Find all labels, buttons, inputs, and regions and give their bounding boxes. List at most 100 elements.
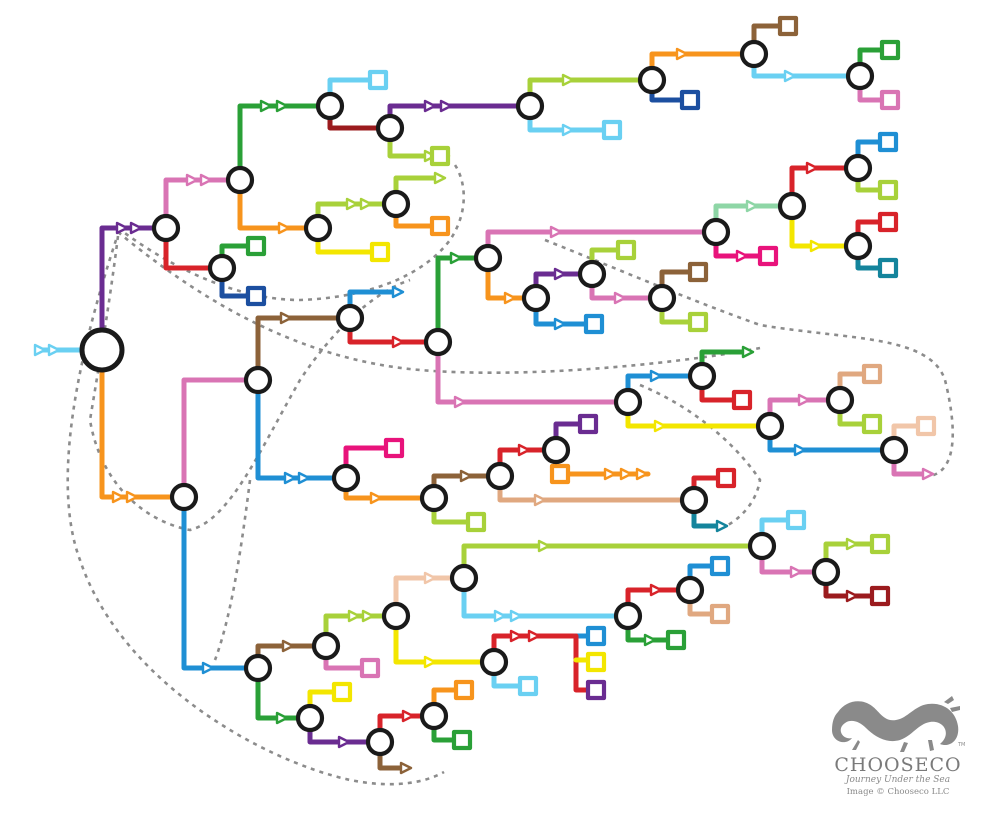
decision-node [473, 243, 503, 273]
dotted-outline-lower [213, 479, 252, 661]
story-ending-square [465, 511, 487, 533]
story-ending-square [453, 679, 475, 701]
story-ending-square [601, 119, 623, 141]
decision-node [521, 283, 551, 313]
story-ending-square [517, 675, 539, 697]
story-ending-square [245, 285, 267, 307]
path-arrow-purple [339, 737, 349, 747]
story-line-orange [649, 51, 757, 83]
path-arrow-tan [535, 495, 545, 505]
path-arrow-cyan [785, 71, 795, 81]
decision-node [315, 91, 345, 121]
path-arrow-pink [615, 293, 625, 303]
path-arrow-orange [127, 492, 137, 502]
path-arrow-orange [371, 493, 381, 503]
story-start-node [79, 327, 125, 373]
decision-nodes [79, 39, 909, 757]
story-line-purple [99, 225, 169, 341]
book-title: Journey Under the Sea [845, 775, 951, 785]
decision-node [311, 631, 341, 661]
decision-node [825, 385, 855, 415]
dragon-icon [832, 696, 960, 752]
decision-node [381, 189, 411, 219]
decision-node [845, 61, 875, 91]
path-arrow-blue [285, 473, 295, 483]
decision-node [515, 91, 545, 121]
path-arrow-green [743, 347, 753, 357]
decision-node [879, 435, 909, 465]
story-line-lime [527, 77, 655, 109]
decision-node [613, 387, 643, 417]
path-arrow-blue [795, 445, 805, 455]
decision-node [419, 483, 449, 513]
decision-node [577, 259, 607, 289]
path-arrow-green [277, 713, 287, 723]
path-arrow-cyan [511, 611, 521, 621]
story-ending-square [687, 261, 709, 283]
story-ending-square [877, 179, 899, 201]
path-arrow-brown [401, 763, 411, 773]
path-arrow-red [393, 337, 403, 347]
story-ending-square [715, 467, 737, 489]
path-arrow-yellow [425, 657, 435, 667]
story-line-green [237, 103, 333, 183]
path-arrow-orange [621, 469, 631, 479]
decision-node [479, 647, 509, 677]
story-ending-square [585, 625, 607, 647]
publisher-name: CHOOSECO [834, 754, 962, 776]
story-line-tan [497, 473, 697, 503]
path-arrow-brown [461, 471, 471, 481]
story-ending-square [861, 363, 883, 385]
path-arrow-orange [505, 293, 515, 303]
path-arrow-lime [847, 539, 857, 549]
path-arrow-cyan [563, 125, 573, 135]
story-line-orange [99, 357, 187, 500]
path-arrow-orange [677, 49, 687, 59]
story-ending-square [861, 413, 883, 435]
story-line-cyan [461, 575, 631, 619]
story-ending-square [785, 509, 807, 531]
path-arrow-mint [747, 201, 757, 211]
path-arrow-cyan [495, 611, 505, 621]
story-line-blue [255, 377, 349, 481]
decision-node [675, 575, 705, 605]
decision-node [419, 701, 449, 731]
path-arrow-blue [555, 319, 565, 329]
decision-node [679, 485, 709, 515]
decision-node [335, 303, 365, 333]
story-ending-square [915, 415, 937, 437]
dotted-outline-upper-right [544, 238, 955, 478]
path-arrow-teal [717, 521, 727, 531]
story-ending-square [879, 39, 901, 61]
decision-node [739, 39, 769, 69]
path-arrow-lime [363, 611, 373, 621]
path-arrow-orange [605, 469, 615, 479]
story-ending-square [585, 679, 607, 701]
decision-node [843, 231, 873, 261]
story-ending-square [877, 131, 899, 153]
path-arrow-red [529, 631, 539, 641]
decision-node [169, 482, 199, 512]
image-credit: Image © Chooseco LLC [846, 787, 950, 797]
path-arrow-red [519, 445, 529, 455]
story-ending-square [869, 585, 891, 607]
path-arrow-pink [187, 175, 197, 185]
story-line-orange [237, 177, 321, 231]
story-ending-square [731, 389, 753, 411]
story-line-cyan [751, 51, 863, 79]
story-line-yellow [393, 613, 497, 665]
story-line-pink [435, 339, 631, 405]
story-ending-square [331, 681, 353, 703]
decision-node [423, 327, 453, 357]
path-arrow-darkred [847, 591, 857, 601]
decision-node [243, 365, 273, 395]
story-line-green [255, 665, 313, 721]
path-arrow-blue [393, 287, 403, 297]
path-arrow-purple [425, 101, 435, 111]
path-arrow-green [645, 635, 655, 645]
path-arrow-red [403, 711, 413, 721]
path-arrow-lime [563, 75, 573, 85]
path-arrow-pink [455, 397, 465, 407]
path-arrow-lime [347, 199, 357, 209]
